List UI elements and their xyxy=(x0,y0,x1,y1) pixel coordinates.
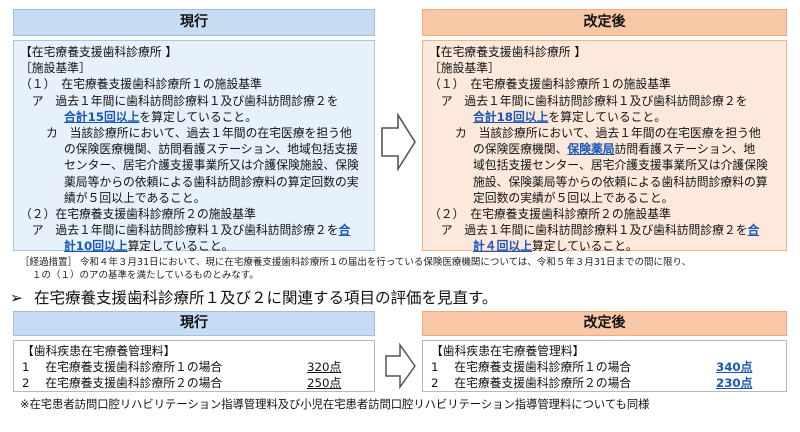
revised-fee-box: 【歯科疾患在宅療養管理料】 1 在宅療養支援歯科診療所１の場合 340点 2 在… xyxy=(422,340,787,392)
fee-row-num: 2 xyxy=(22,376,30,390)
current-line: 績が５回以上であること。 xyxy=(64,190,206,205)
fee-title: 【歯科疾患在宅療養管理料】 xyxy=(431,344,585,358)
fee-row-label: 在宅療養支援歯科診療所２の場合 xyxy=(454,376,632,390)
current-line: ア 過去１年間に歯科訪問診療料１及び歯科訪問診療２を xyxy=(20,93,339,108)
revised-line-text: を算定していること。 xyxy=(548,109,667,124)
footnote: ※在宅患者訪問口腔リハビリテーション指導管理料及び小児在宅患者訪問口腔リハビリテ… xyxy=(20,398,650,411)
revised-line: ア 過去１年間に歯科訪問診療料１及び歯科訪問診療２を合 xyxy=(429,222,780,238)
current-points: 250点 xyxy=(307,376,342,390)
revised-points: 230点 xyxy=(716,376,753,390)
current-count-highlight: 合 xyxy=(338,223,351,238)
fee-row: 2 在宅療養支援歯科診療所２の場合 230点 xyxy=(431,375,778,391)
current-line-text: を算定していること。 xyxy=(139,109,258,124)
fee-title: 【歯科疾患在宅療養管理料】 xyxy=(22,344,176,358)
section-bullet: ➢ 在宅療養支援歯科診療所１及び２に関連する項目の評価を見直す。 xyxy=(10,287,790,309)
section-heading: 在宅療養支援歯科診療所１及び２に関連する項目の評価を見直す。 xyxy=(33,289,498,307)
current-line: ア 過去１年間に歯科訪問診療料１及び歯科訪問診療２を合 xyxy=(20,222,368,238)
current-line: 【在宅療養支援歯科診療所 】 xyxy=(20,45,178,59)
revised-line: の保険医療機関、保険薬局訪問看護ステーション、地 xyxy=(429,141,780,157)
transitional-note: ［経過措置］ 令和４年３月31日において、現に在宅療養支援歯科診療所１の届出を行… xyxy=(20,256,790,282)
revised-line: ア 過去１年間に歯科訪問診療料１及び歯科訪問診療２を xyxy=(429,93,748,108)
revised-line: 施設、保険薬局等からの依頼による歯科訪問診療料の算 xyxy=(473,174,768,189)
right-arrow-icon xyxy=(381,112,416,172)
pharmacy-highlight: 保険薬局 xyxy=(567,142,615,157)
fee-row-label: 在宅療養支援歯科診療所１の場合 xyxy=(45,360,223,374)
fee-row-num: 1 xyxy=(431,360,439,374)
current-header-bottom: 現行 xyxy=(13,311,375,336)
current-fee-box: 【歯科疾患在宅療養管理料】 1 在宅療養支援歯科診療所１の場合 320点 2 在… xyxy=(13,340,375,392)
fee-row: 1 在宅療養支援歯科診療所１の場合 340点 xyxy=(431,359,778,375)
current-line-text: ア 過去１年間に歯科訪問診療料１及び歯科訪問診療２を xyxy=(20,223,339,238)
current-line-text: 算定していること。 xyxy=(127,239,234,254)
revised-line: カ 当該診療所において、過去１年間の在宅医療を担う他 xyxy=(455,126,761,141)
revised-line-text: 算定していること。 xyxy=(532,239,638,254)
revised-line-text: 訪問看護ステーション、地 xyxy=(614,142,756,157)
revised-header-bottom: 改定後 xyxy=(422,311,787,336)
revised-header: 改定後 xyxy=(422,9,787,36)
current-count-highlight: 計10回以上 xyxy=(64,239,128,254)
bullet-arrow-icon: ➢ xyxy=(10,289,23,307)
revised-line: （１） 在宅療養支援歯科診療所１の施設基準 xyxy=(429,77,671,92)
current-line: の保険医療機関、訪問看護ステーション、地域包括支援 xyxy=(64,142,358,157)
revised-count-highlight: 合計18回以上 xyxy=(473,109,549,124)
current-line: センター、居宅介護支援事業所又は介護保険施設、保険 xyxy=(64,158,359,173)
current-line: （１） 在宅療養支援歯科診療所１の施設基準 xyxy=(20,77,262,92)
fee-row-num: 2 xyxy=(431,376,439,390)
right-arrow-icon xyxy=(385,342,416,390)
note-line: １の（１）のアの基準を満たしているものとみなす。 xyxy=(32,270,259,281)
revised-count-highlight: 計４回以上 xyxy=(473,239,532,254)
current-points: 320点 xyxy=(307,360,342,374)
current-line: カ 当該診療所において、過去１年間の在宅医療を担う他 xyxy=(46,126,352,141)
revised-line-text: ア 過去１年間に歯科訪問診療料１及び歯科訪問診療２を xyxy=(429,223,748,238)
current-criteria-box: 【在宅療養支援歯科診療所 】 ［施設基準］ （１） 在宅療養支援歯科診療所１の施… xyxy=(13,40,375,254)
current-count-highlight: 合計15回以上 xyxy=(64,109,140,124)
revised-line: 【在宅療養支援歯科診療所 】 xyxy=(429,45,587,59)
current-header: 現行 xyxy=(13,9,375,36)
revised-line: ［施設基準］ xyxy=(429,61,500,76)
revised-line: 合計18回以上を算定していること。 xyxy=(429,109,780,125)
fee-row-num: 1 xyxy=(22,360,30,374)
current-line: 計10回以上算定していること。 xyxy=(20,238,368,254)
fee-row: 1 在宅療養支援歯科診療所１の場合 320点 xyxy=(22,359,366,375)
revised-line: （２） 在宅療養支援歯科診療所２の施設基準 xyxy=(429,207,671,222)
revised-line: 域包括支援センター、居宅介護支援事業所又は介護保険 xyxy=(473,158,768,173)
revised-points: 340点 xyxy=(716,360,753,374)
current-line: ［施設基準］ xyxy=(20,61,91,76)
fee-row-label: 在宅療養支援歯科診療所１の場合 xyxy=(454,360,632,374)
revised-line-text: の保険医療機関、 xyxy=(473,142,568,157)
revised-line: 定回数の実績が５回以上であること。 xyxy=(473,190,674,205)
current-line: 合計15回以上を算定していること。 xyxy=(20,109,368,125)
fee-row-label: 在宅療養支援歯科診療所２の場合 xyxy=(45,376,223,390)
current-line: 薬局等からの依頼による歯科訪問診療料の算定回数の実 xyxy=(64,174,359,189)
current-line: （２）在宅療養支援歯科診療所２の施設基準 xyxy=(20,207,256,222)
revised-line: 計４回以上算定していること。 xyxy=(429,238,780,254)
fee-row: 2 在宅療養支援歯科診療所２の場合 250点 xyxy=(22,375,366,391)
revised-count-highlight: 合 xyxy=(747,223,760,238)
note-line: ［経過措置］ 令和４年３月31日において、現に在宅療養支援歯科診療所１の届出を行… xyxy=(20,257,692,268)
revised-criteria-box: 【在宅療養支援歯科診療所 】 ［施設基準］ （１） 在宅療養支援歯科診療所１の施… xyxy=(422,40,787,254)
